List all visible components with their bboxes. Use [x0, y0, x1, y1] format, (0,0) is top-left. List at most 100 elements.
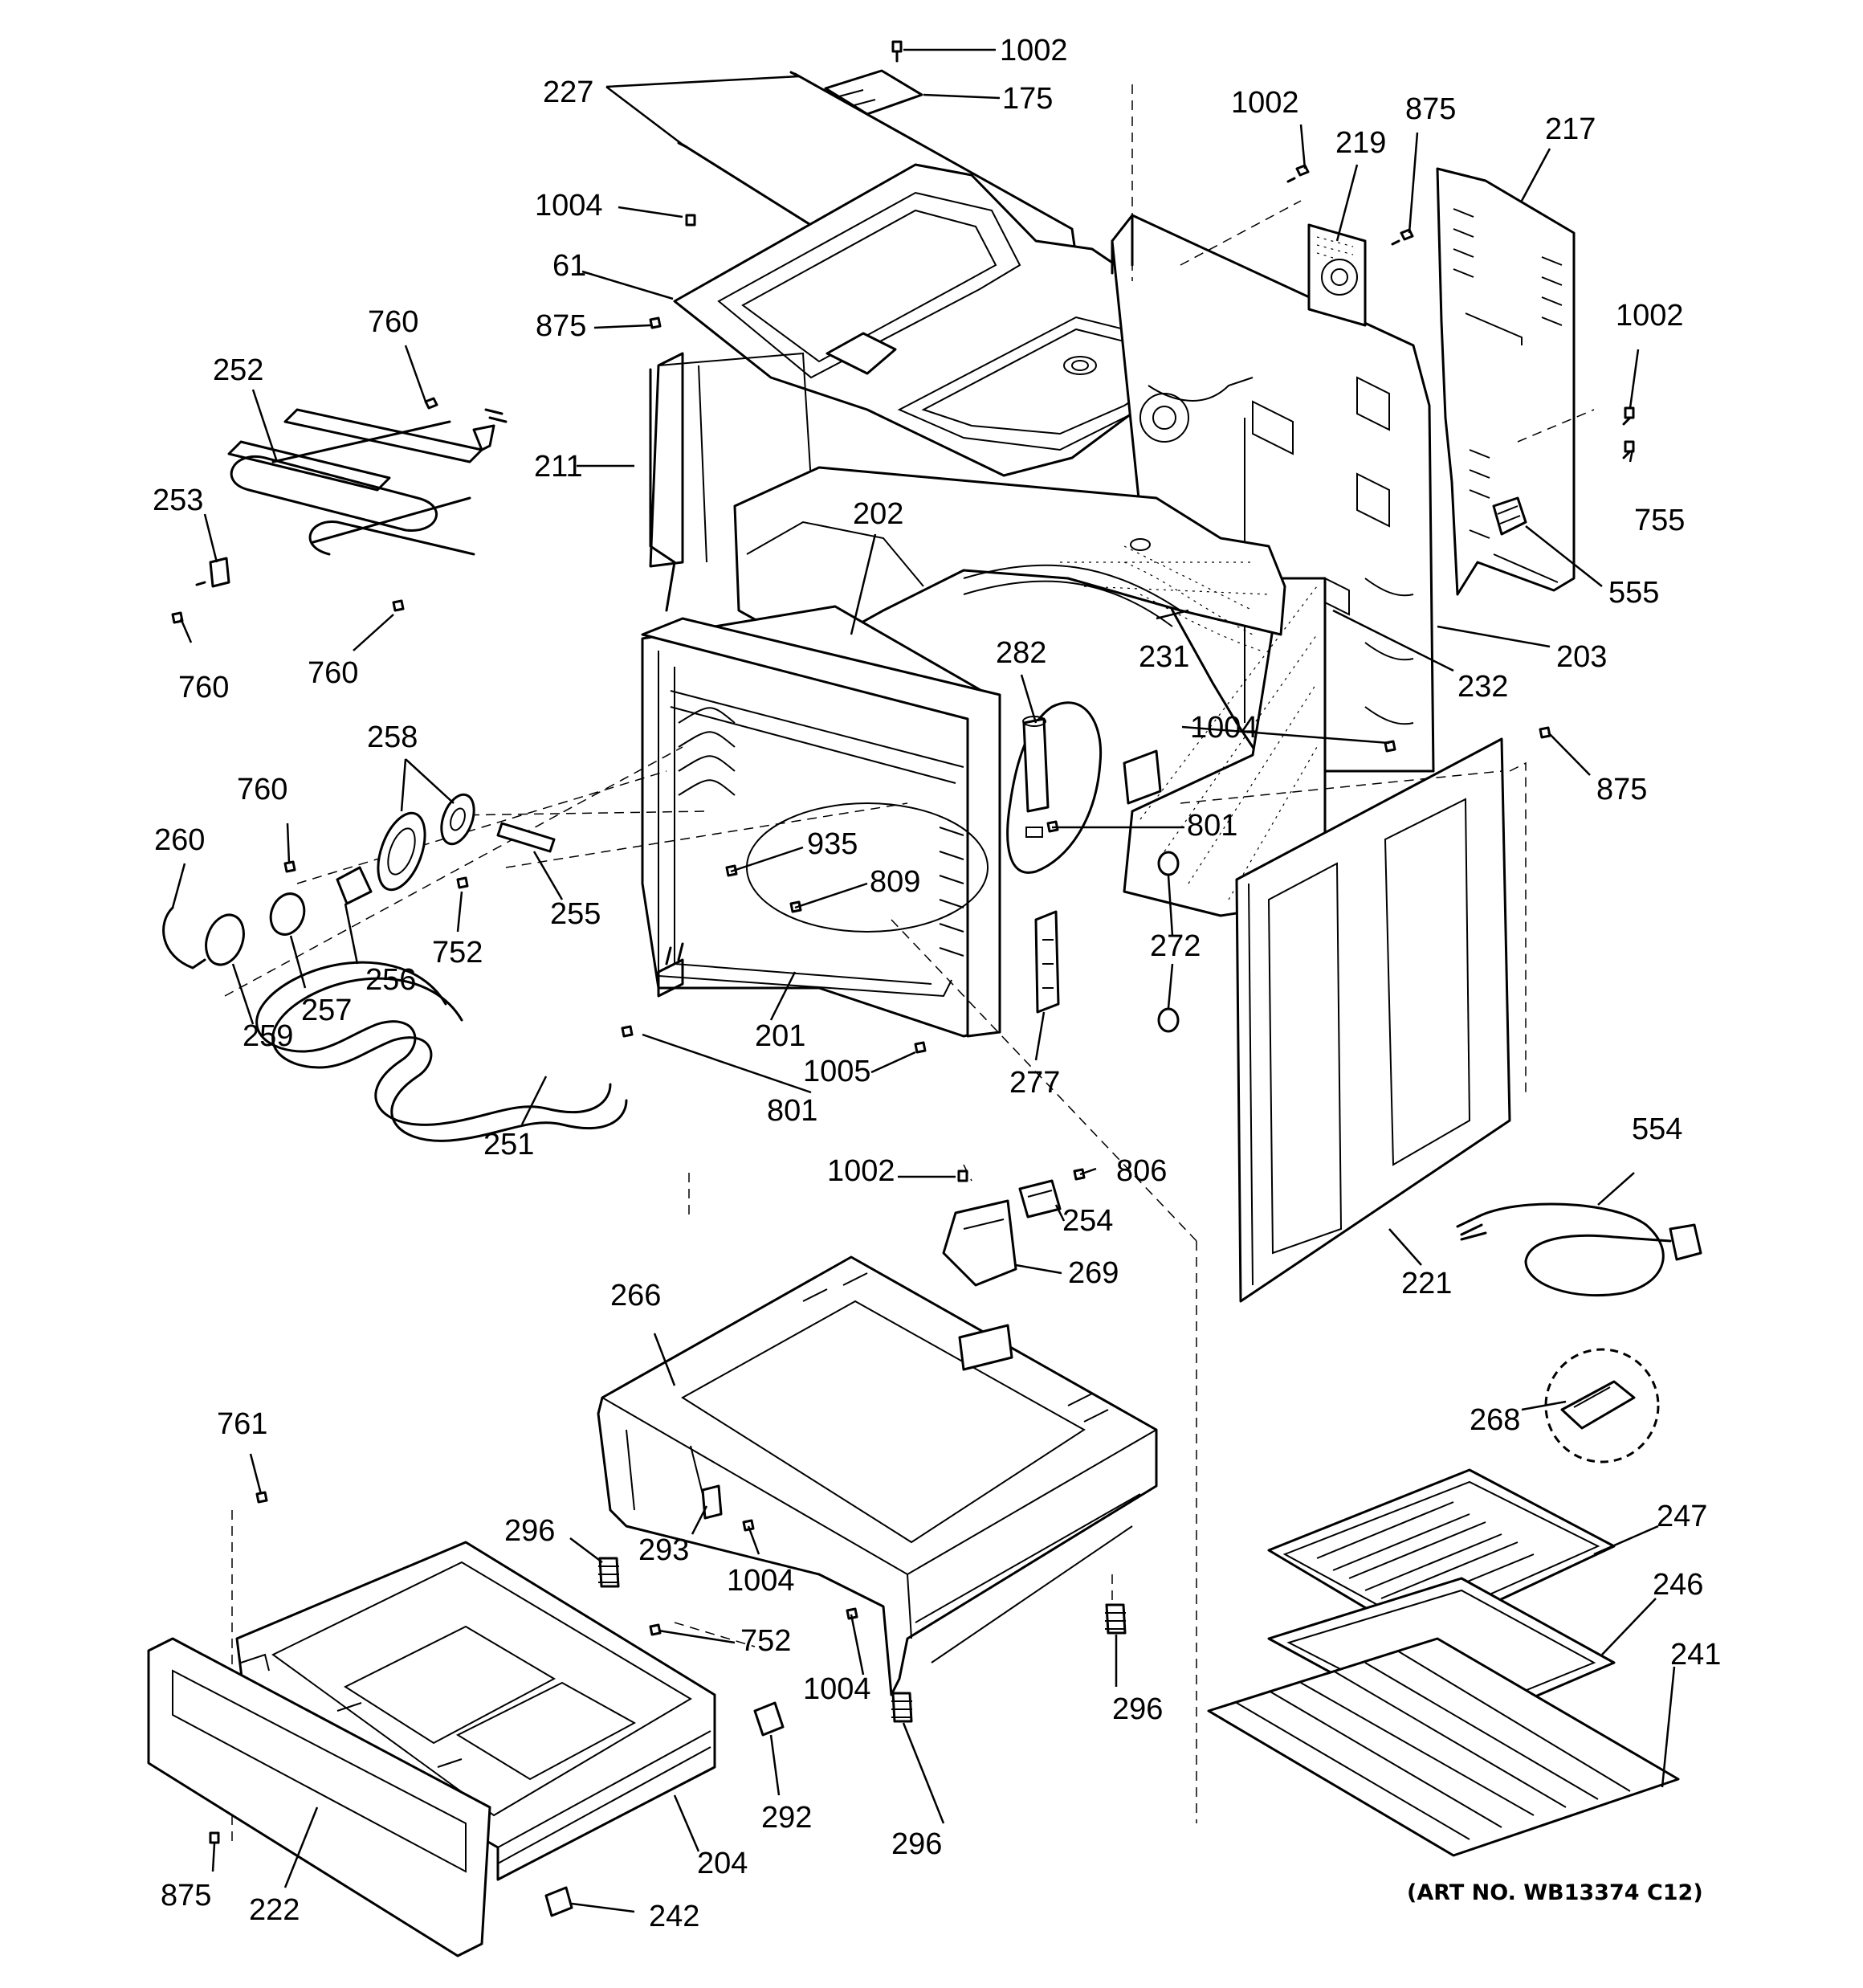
callout-1002: 1002	[1231, 86, 1299, 120]
callout-251: 251	[483, 1128, 534, 1161]
screw-760-a	[424, 397, 438, 410]
spacer-272-upper	[1157, 851, 1180, 876]
callout-293: 293	[638, 1533, 689, 1567]
callout-1004: 1004	[1190, 711, 1258, 745]
bracket-277	[1034, 910, 1060, 1014]
callout-227: 227	[543, 76, 593, 109]
bake-element-251	[255, 942, 684, 1142]
label-255	[496, 822, 556, 853]
callout-277: 277	[1009, 1066, 1060, 1100]
bracket-293	[701, 1484, 723, 1520]
callout-752: 752	[432, 936, 483, 970]
callout-231: 231	[1139, 640, 1189, 674]
wire-clip-260	[162, 906, 206, 970]
callout-268: 268	[1470, 1403, 1520, 1437]
callout-296: 296	[1112, 1692, 1163, 1726]
oven-front-frame-201	[641, 605, 1001, 1038]
callout-260: 260	[154, 823, 205, 857]
drawer-frame-266	[597, 1255, 1158, 1696]
screw-760-d	[283, 860, 296, 873]
callout-219: 219	[1335, 126, 1386, 160]
callout-222: 222	[249, 1893, 300, 1927]
broil-element-252	[227, 408, 508, 556]
callout-752: 752	[740, 1624, 791, 1658]
screw-761	[255, 1491, 268, 1504]
rear-panel-217	[1436, 167, 1576, 596]
callout-1002: 1002	[1616, 299, 1684, 333]
screw-875-mid	[1539, 726, 1551, 739]
art-number: (ART NO. WB13374 C12)	[1407, 1880, 1703, 1905]
screw-1002-right	[1622, 406, 1635, 426]
screw-1002-upper	[1286, 164, 1310, 183]
screw-801-sensor	[1046, 820, 1059, 833]
control-bracket-219	[1307, 223, 1367, 327]
leveling-leg-296-a	[598, 1557, 620, 1588]
callout-760: 760	[368, 305, 418, 339]
terminal-block-555	[1492, 496, 1527, 536]
callout-204: 204	[697, 1847, 748, 1880]
screw-1004-lower-b	[846, 1607, 858, 1620]
bracket-269	[942, 1199, 1017, 1287]
screw-752-b	[649, 1623, 662, 1636]
callout-1005: 1005	[803, 1055, 871, 1088]
callout-269: 269	[1068, 1256, 1119, 1290]
screw-801-element	[621, 1025, 634, 1038]
callout-258: 258	[367, 720, 418, 754]
cover-175	[824, 69, 923, 116]
callout-232: 232	[1457, 670, 1508, 704]
light-bulb-257	[269, 892, 306, 936]
callout-272: 272	[1150, 929, 1201, 963]
screw-1005	[914, 1041, 927, 1054]
callout-255: 255	[550, 897, 601, 931]
callout-801: 801	[767, 1094, 817, 1128]
screw-752-a	[456, 876, 469, 889]
callout-201: 201	[755, 1019, 805, 1053]
leader-lines	[171, 48, 1676, 1913]
leveling-leg-296-c	[891, 1692, 913, 1723]
callout-1004: 1004	[727, 1564, 795, 1598]
callout-760: 760	[237, 773, 287, 806]
callout-292: 292	[761, 1801, 812, 1835]
callout-1002: 1002	[1000, 34, 1068, 67]
callout-259: 259	[243, 1019, 293, 1053]
callout-935: 935	[807, 827, 858, 861]
cabinet-side-211	[649, 352, 812, 612]
callout-760: 760	[178, 671, 229, 704]
light-housing-258	[377, 811, 426, 892]
drawer-front-222	[147, 1637, 491, 1957]
callout-254: 254	[1062, 1204, 1113, 1238]
callout-875: 875	[161, 1879, 211, 1912]
callout-labels: 1002 227 175 1002 875 219 217 1004 61 87…	[153, 34, 1721, 1933]
spacer-272-lower	[1157, 1007, 1180, 1033]
callout-554: 554	[1632, 1112, 1682, 1146]
callout-203: 203	[1556, 640, 1607, 674]
callout-875: 875	[536, 309, 586, 343]
terminal-block-254	[1018, 1179, 1062, 1219]
callout-875: 875	[1405, 92, 1456, 126]
callout-266: 266	[610, 1279, 661, 1312]
oven-rack-241	[1207, 1637, 1680, 1857]
screw-809	[789, 900, 802, 913]
screw-875-bottom	[209, 1831, 220, 1844]
callout-809: 809	[870, 865, 920, 899]
leveling-leg-296-b	[1105, 1603, 1127, 1635]
screw-935	[725, 864, 738, 877]
light-gasket-258	[440, 793, 475, 846]
callout-61: 61	[552, 249, 586, 283]
glide-242	[544, 1886, 573, 1917]
bracket-right-oven	[1123, 749, 1162, 805]
callout-760: 760	[308, 656, 358, 690]
screw-760-c	[392, 599, 405, 612]
insulation-231	[1123, 561, 1262, 651]
callout-217: 217	[1545, 112, 1596, 146]
inset-circle-268	[1544, 1348, 1660, 1463]
screw-1004-lower-a	[742, 1519, 755, 1532]
light-cover-259	[205, 913, 245, 966]
callout-801: 801	[1187, 809, 1237, 843]
screw-1002-lower	[957, 1170, 968, 1182]
callout-755: 755	[1634, 504, 1685, 537]
callout-806: 806	[1116, 1154, 1167, 1188]
glide-292	[753, 1701, 785, 1737]
bracket-253	[195, 557, 230, 588]
